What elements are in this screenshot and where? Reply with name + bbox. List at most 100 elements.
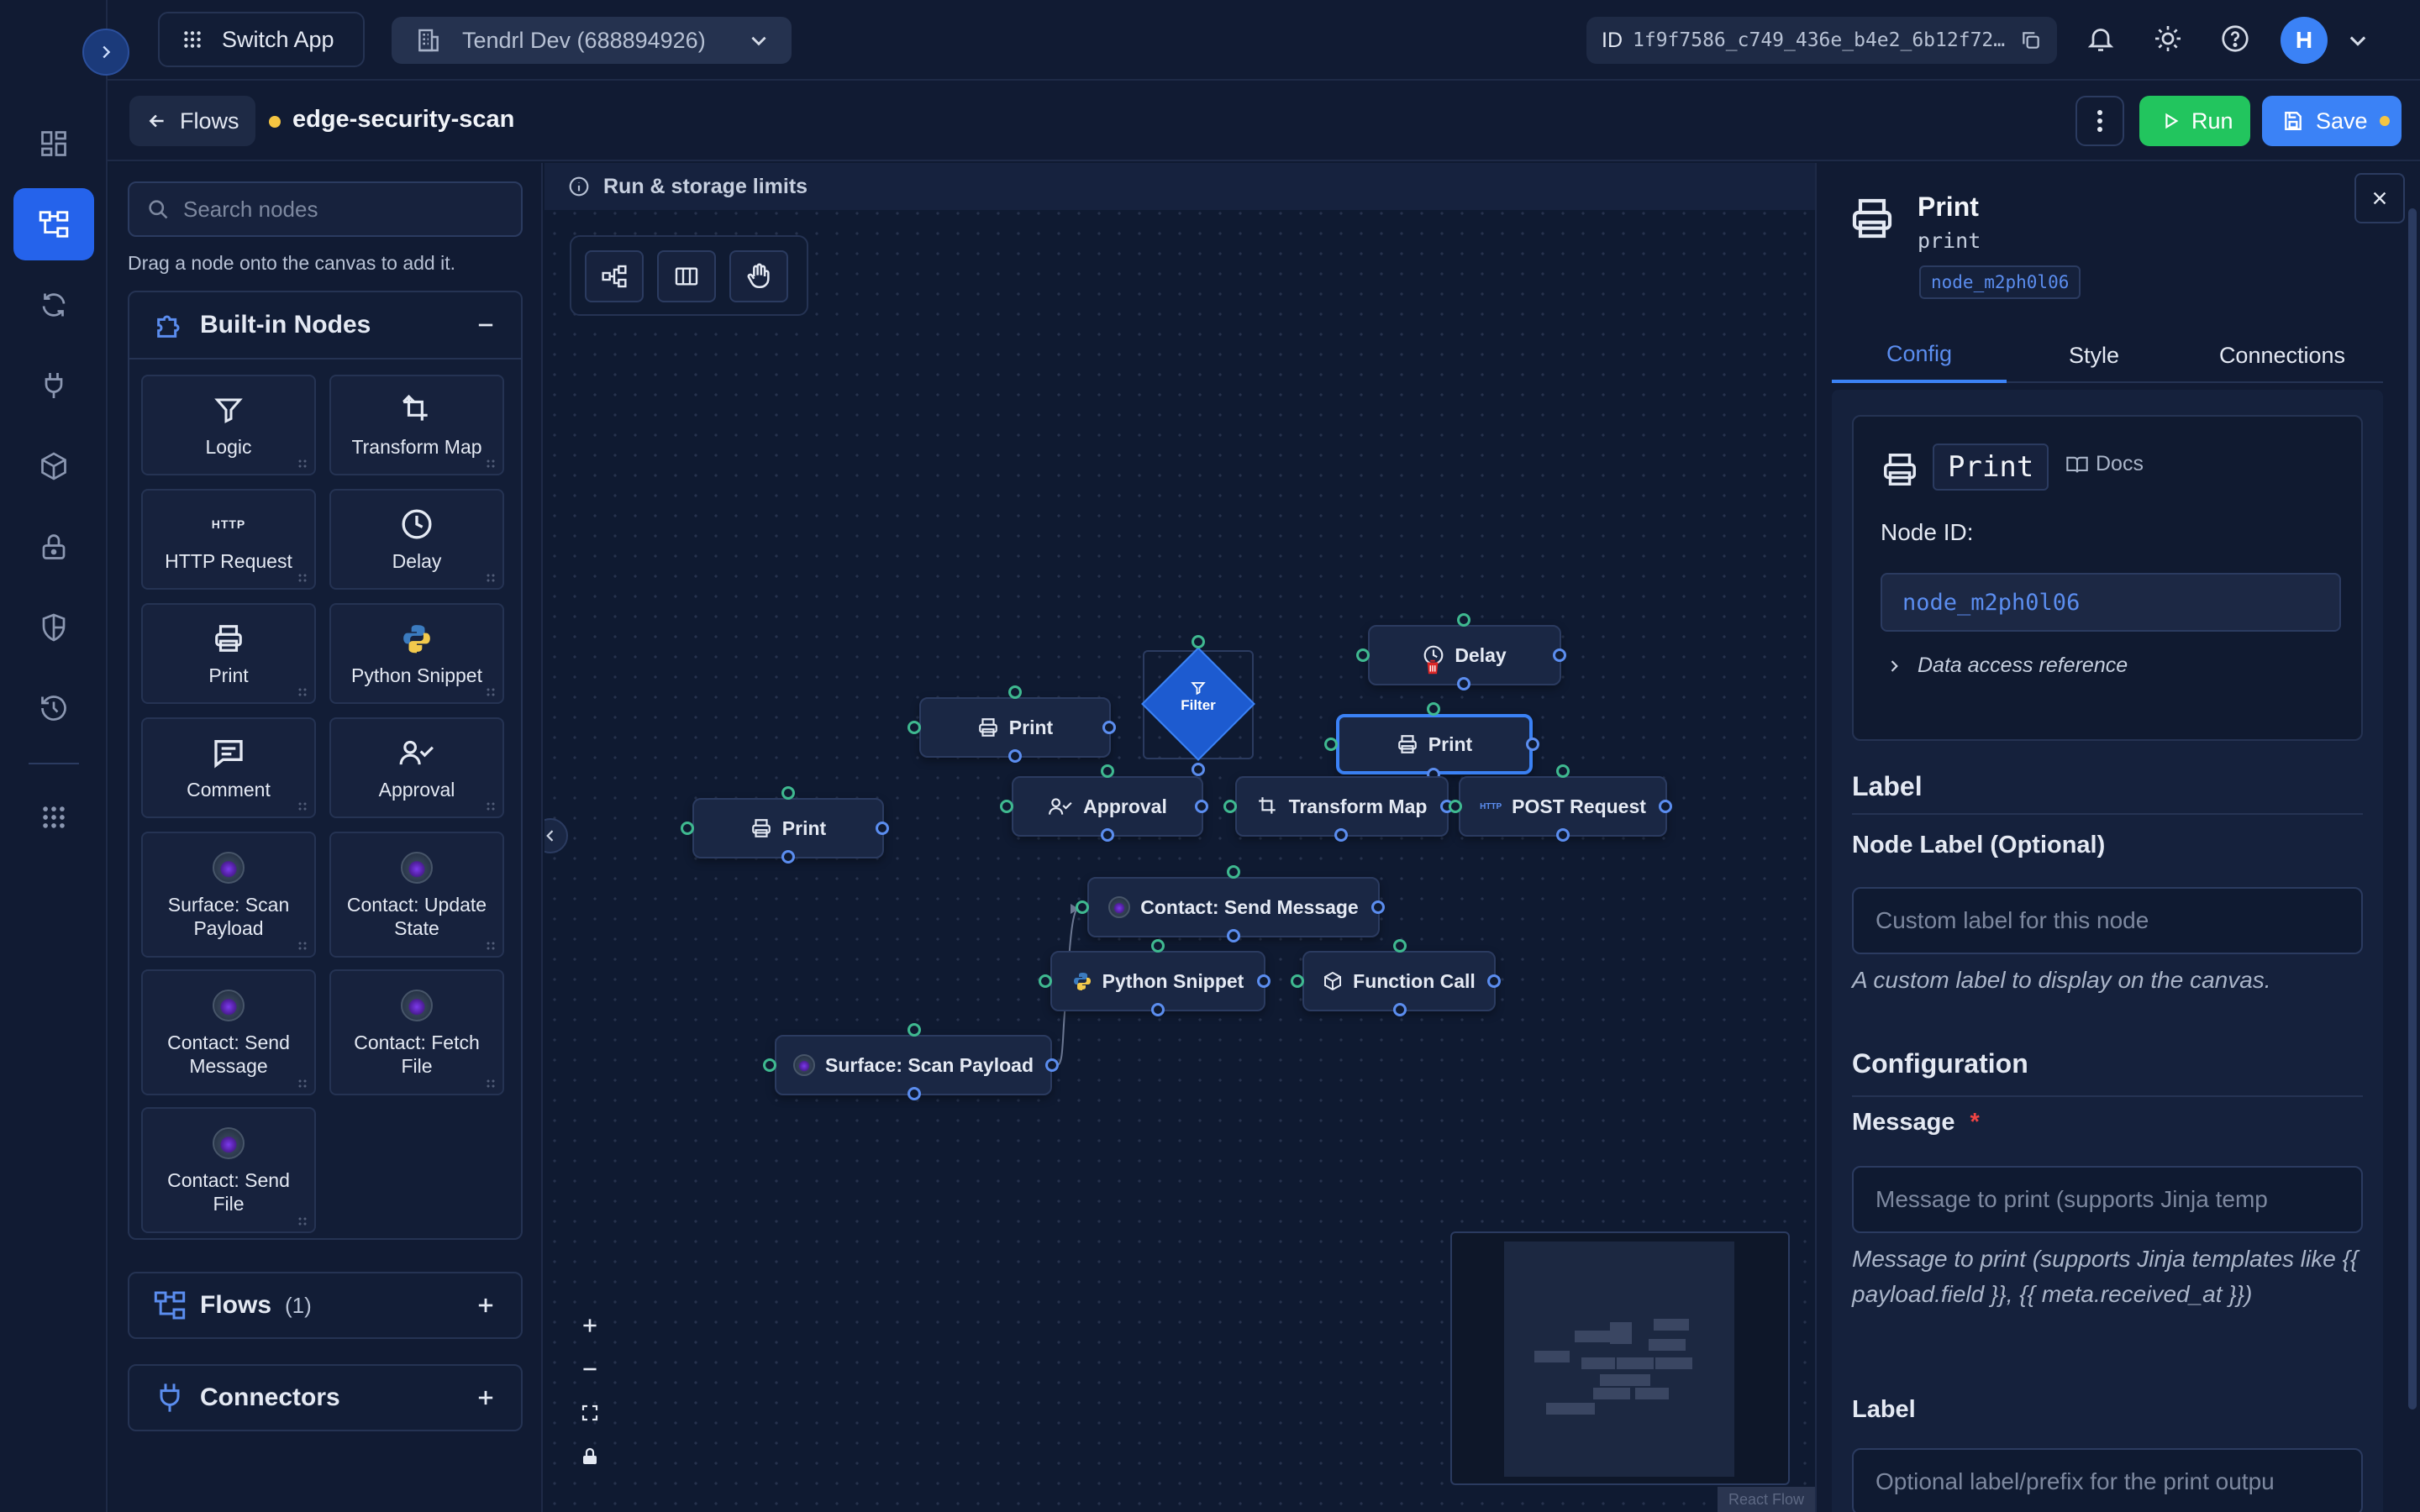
columns-view-button[interactable] (657, 250, 716, 302)
node-handle[interactable] (908, 1087, 921, 1100)
canvas-node-post-request[interactable]: HTTP POST Request (1459, 776, 1667, 837)
palette-node-http-request[interactable]: HTTP HTTP Request (141, 489, 316, 590)
node-handle[interactable] (876, 822, 889, 835)
node-handle[interactable] (1457, 677, 1470, 690)
print-label-input[interactable]: Optional label/prefix for the print outp… (1852, 1448, 2363, 1512)
node-handle[interactable] (1291, 974, 1304, 988)
message-input[interactable]: Message to print (supports Jinja temp (1852, 1166, 2363, 1233)
node-handle[interactable] (1151, 939, 1165, 953)
node-handle[interactable] (1223, 800, 1237, 813)
react-flow-attribution[interactable]: React Flow (1718, 1487, 1815, 1512)
save-button[interactable]: Save (2262, 96, 2402, 146)
node-handle[interactable] (1393, 1003, 1407, 1016)
canvas-node-transform-map[interactable]: Transform Map (1235, 776, 1449, 837)
node-handle[interactable] (1101, 828, 1114, 842)
nav-history[interactable] (13, 672, 94, 744)
node-handle[interactable] (1192, 763, 1205, 776)
docs-link[interactable]: Docs (2065, 452, 2144, 476)
node-handle[interactable] (681, 822, 694, 835)
node-label-input[interactable]: Custom label for this node (1852, 887, 2363, 954)
node-handle[interactable] (1393, 939, 1407, 953)
node-handle[interactable] (1427, 702, 1440, 716)
tab-config[interactable]: Config (1832, 328, 2007, 383)
copy-icon[interactable] (2020, 29, 2042, 51)
node-handle[interactable] (1659, 800, 1672, 813)
nav-security[interactable] (13, 591, 94, 664)
palette-node-print[interactable]: Print (141, 603, 316, 704)
node-handle[interactable] (781, 850, 795, 864)
run-button[interactable]: Run (2139, 96, 2250, 146)
sun-icon[interactable] (2153, 24, 2183, 54)
nav-more-apps[interactable] (13, 781, 94, 853)
nav-sync[interactable] (13, 269, 94, 341)
nav-packages[interactable] (13, 430, 94, 502)
node-handle[interactable] (1039, 974, 1052, 988)
node-handle[interactable] (1195, 800, 1208, 813)
palette-node-transform-map[interactable]: Transform Map (329, 375, 504, 475)
node-handle[interactable] (1324, 738, 1338, 751)
connectors-section-header[interactable]: Connectors (128, 1364, 523, 1431)
lock-view-button[interactable] (570, 1436, 610, 1477)
more-options-button[interactable] (2075, 96, 2124, 146)
palette-node-delay[interactable]: Delay (329, 489, 504, 590)
node-handle[interactable] (1526, 738, 1539, 751)
nav-flows[interactable] (13, 188, 94, 260)
auto-layout-button[interactable] (585, 250, 644, 302)
palette-node-contact-fetch-file[interactable]: Contact: Fetch File (329, 969, 504, 1095)
node-handle[interactable] (1553, 648, 1566, 662)
node-handle[interactable] (1334, 828, 1348, 842)
palette-node-contact-update-state[interactable]: Contact: Update State (329, 832, 504, 958)
flows-section-header[interactable]: Flows (1) (128, 1272, 523, 1339)
plus-icon[interactable] (474, 1386, 497, 1410)
node-handle[interactable] (1487, 974, 1501, 988)
canvas-node-function-call[interactable]: Function Call (1302, 951, 1496, 1011)
zoom-in-button[interactable] (570, 1305, 610, 1346)
nav-dashboard[interactable] (13, 108, 94, 180)
collapse-icon[interactable] (474, 313, 497, 337)
org-selector[interactable]: Tendrl Dev (688894926) (392, 17, 792, 64)
node-handle[interactable] (763, 1058, 776, 1072)
node-handle[interactable] (1101, 764, 1114, 778)
node-handle[interactable] (781, 786, 795, 800)
node-handle[interactable] (1102, 721, 1116, 734)
node-handle[interactable] (1371, 900, 1385, 914)
flow-canvas[interactable]: Run & storage limits Print Print Filte (544, 163, 1815, 1512)
palette-node-logic[interactable]: Logic (141, 375, 316, 475)
node-handle[interactable] (1257, 974, 1270, 988)
nav-connectors[interactable] (13, 349, 94, 422)
builtin-nodes-header[interactable]: Built-in Nodes (129, 292, 521, 360)
node-handle[interactable] (1076, 900, 1089, 914)
palette-node-surface-scan-payload[interactable]: Surface: Scan Payload (141, 832, 316, 958)
node-handle[interactable] (1151, 1003, 1165, 1016)
node-handle[interactable] (1556, 764, 1570, 778)
user-avatar[interactable]: H (2281, 17, 2328, 64)
node-handle[interactable] (908, 721, 921, 734)
plus-icon[interactable] (474, 1294, 497, 1317)
node-id-field[interactable]: node_m2ph0l06 (1881, 573, 2341, 632)
search-nodes-input[interactable]: Search nodes (128, 181, 523, 237)
node-handle[interactable] (1227, 865, 1240, 879)
storage-limits-banner[interactable]: Run & storage limits (544, 163, 1815, 210)
scrollbar-thumb[interactable] (2408, 208, 2417, 1410)
palette-node-python-snippet[interactable]: Python Snippet (329, 603, 504, 704)
node-handle[interactable] (1457, 613, 1470, 627)
node-handle[interactable] (1192, 635, 1205, 648)
node-handle[interactable] (1008, 685, 1022, 699)
expand-sidebar-button[interactable] (82, 29, 129, 76)
zoom-out-button[interactable] (570, 1349, 610, 1389)
pan-mode-button[interactable] (729, 250, 788, 302)
bell-icon[interactable] (2086, 24, 2116, 54)
node-handle[interactable] (1008, 749, 1022, 763)
node-handle[interactable] (908, 1023, 921, 1037)
palette-node-approval[interactable]: Approval (329, 717, 504, 818)
palette-node-contact-send-file[interactable]: Contact: Send File (141, 1107, 316, 1233)
nav-secrets[interactable] (13, 511, 94, 583)
node-handle[interactable] (1556, 828, 1570, 842)
switch-app-button[interactable]: Switch App (158, 12, 365, 67)
delete-icon[interactable] (1423, 657, 1442, 677)
help-icon[interactable] (2220, 24, 2250, 54)
canvas-node-print-selected[interactable]: Print (1336, 714, 1533, 774)
palette-node-comment[interactable]: Comment (141, 717, 316, 818)
node-handle[interactable] (1000, 800, 1013, 813)
tab-connections[interactable]: Connections (2181, 328, 2383, 383)
